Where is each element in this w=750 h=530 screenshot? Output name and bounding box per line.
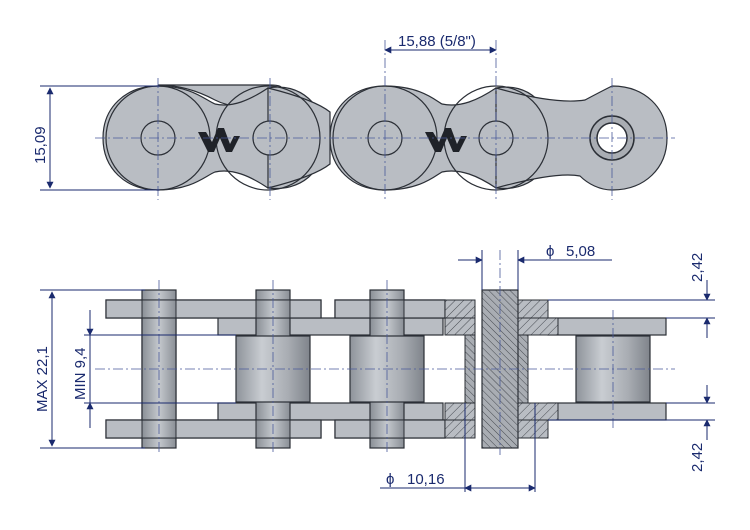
inner-width-dimension: MIN 9,4 (72, 347, 89, 400)
pitch-dimension: 15,88 (5/8") (398, 33, 476, 50)
side-view: ϕ 5,08 ϕ 10,16 MAX 22,1 MIN 9,4 2,42 2,4 (34, 243, 715, 492)
inner-plate-bottom (547, 402, 667, 421)
top-view: 15,88 (5/8") 15,09 (32, 33, 675, 200)
diameter-symbol: ϕ (546, 243, 554, 260)
pin-diameter-dimension: 5,08 (566, 243, 595, 260)
plate-height-dimension: 15,09 (32, 126, 49, 164)
roller-diameter-dimension: 10,16 (407, 471, 445, 488)
diameter-symbol: ϕ (386, 471, 394, 488)
inner-plate-top (217, 317, 444, 336)
plate-thickness-bottom-dimension: 2,42 (689, 443, 706, 472)
brand-logo-icon (425, 128, 467, 152)
inner-plate-bottom (217, 402, 444, 421)
plate-thickness-top-dimension: 2,42 (689, 253, 706, 282)
overall-width-dimension: MAX 22,1 (34, 346, 51, 412)
inner-plate-top (547, 317, 667, 336)
brand-logo-icon (198, 128, 240, 152)
